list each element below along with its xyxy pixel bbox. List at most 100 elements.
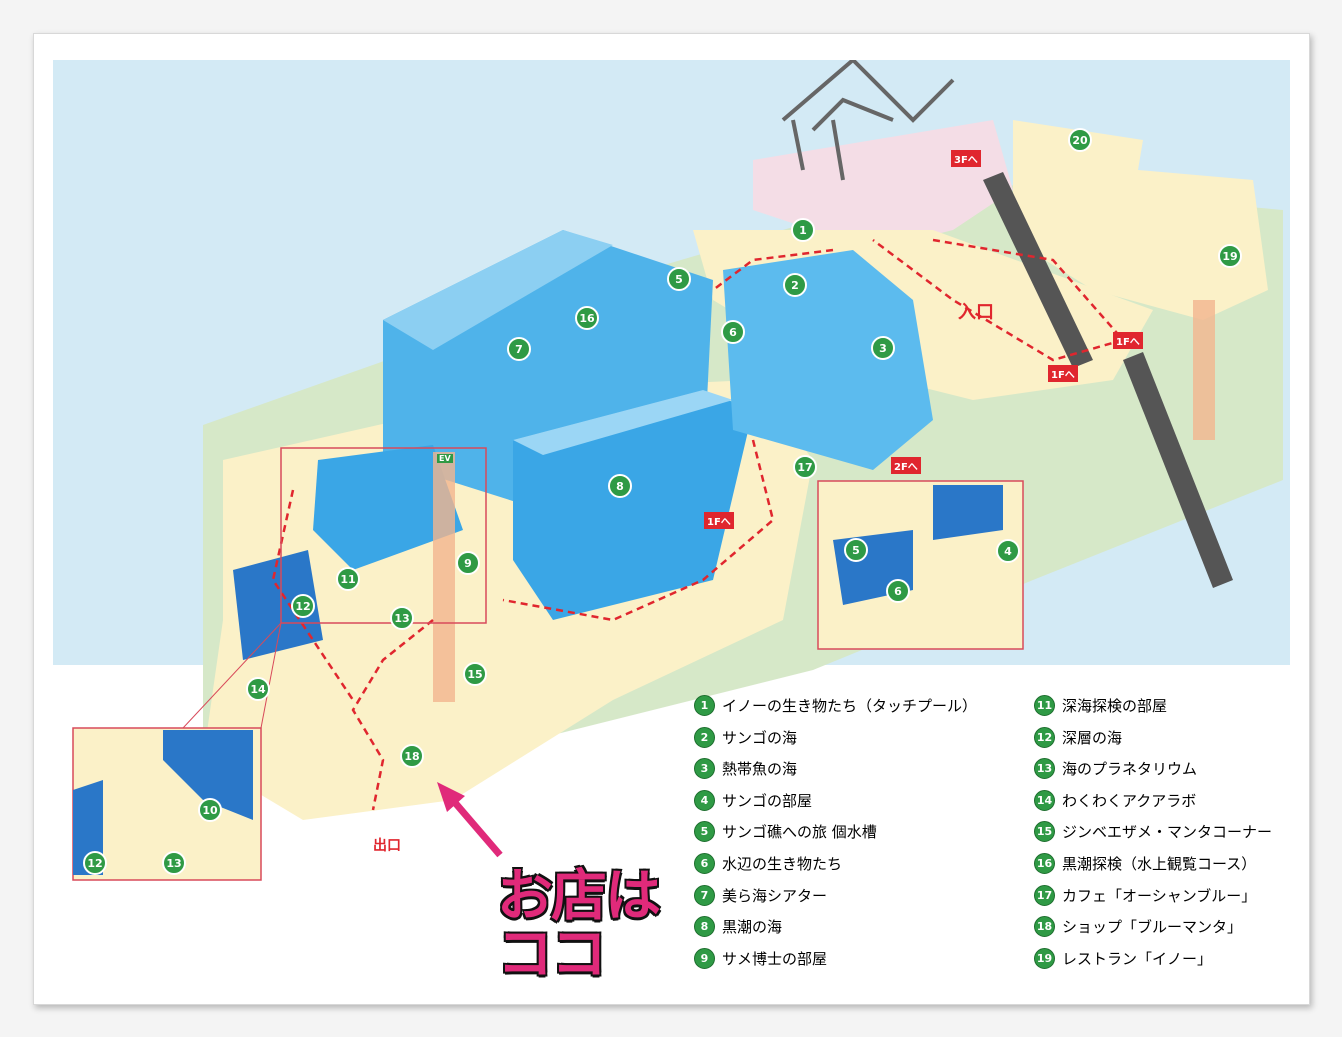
floor-tag-2f: 2Fへ: [891, 457, 921, 474]
legend-item: 5 サンゴ礁への旅 個水槽: [694, 820, 877, 842]
svg-text:17: 17: [797, 461, 812, 474]
legend-number: 7: [694, 884, 715, 906]
legend-label: 深層の海: [1062, 728, 1123, 747]
svg-text:8: 8: [616, 480, 624, 493]
elevator-column: [433, 452, 455, 702]
legend-number: 19: [1034, 947, 1055, 969]
legend-label: レストラン「イノー」: [1062, 949, 1213, 968]
floor-tag-1f-c: 1Fへ: [704, 512, 734, 529]
svg-text:12: 12: [87, 857, 102, 870]
legend-label: 水辺の生き物たち: [722, 854, 843, 873]
legend-item: 3 熱帯魚の海: [694, 757, 797, 779]
legend-number: 17: [1034, 884, 1055, 906]
roof-truss: [781, 60, 955, 181]
legend-label: わくわくアクアラボ: [1062, 791, 1197, 810]
callout-line-2: ココ: [497, 922, 607, 987]
svg-text:19: 19: [1222, 250, 1237, 263]
legend-label: カフェ「オーシャンブルー」: [1062, 886, 1257, 905]
legend-item: 9 サメ博士の部屋: [694, 947, 827, 969]
legend-number: 2: [694, 726, 715, 748]
legend-item: 7 美ら海シアター: [694, 884, 827, 906]
aquarium-floor-map: 1 2 3 5 6 7 16 8 9 11 12 13 14 15 17 1 8 …: [53, 60, 1290, 985]
callout-line-1: お店は: [497, 864, 661, 929]
legend-label: サンゴの部屋: [722, 791, 813, 810]
legend-number: 5: [694, 820, 715, 842]
upper-plaza: [753, 120, 1013, 250]
shop-pointer-arrow: [437, 782, 503, 858]
legend-item: 8 黒潮の海: [694, 915, 782, 937]
visitor-route: [271, 238, 1126, 811]
restaurant-floor: [1013, 120, 1268, 320]
svg-text:7: 7: [515, 343, 523, 356]
svg-text:14: 14: [250, 683, 266, 696]
kuroshio-tank: [513, 390, 753, 620]
shop-callout: お店は ココ: [497, 868, 687, 984]
legend-number: 12: [1034, 726, 1055, 748]
legend-number: 11: [1034, 694, 1055, 716]
legend-number: 8: [694, 915, 715, 937]
floor-tag-1f: 1Fへ: [1113, 332, 1143, 349]
legend-number: 3: [694, 757, 715, 779]
floor-tag-1f-b: 1Fへ: [1048, 365, 1078, 382]
svg-text:16: 16: [579, 312, 595, 325]
legend-item: 14 わくわくアクアラボ: [1034, 789, 1196, 811]
highlight-box-deepsea: [280, 447, 487, 624]
legend-number: 9: [694, 947, 715, 969]
legend-label: 黒潮の海: [722, 917, 783, 936]
svg-text:6: 6: [729, 326, 737, 339]
legend-label: 深海探検の部屋: [1062, 696, 1168, 715]
svg-text:15: 15: [467, 668, 482, 681]
legend-item: 2 サンゴの海: [694, 726, 797, 748]
deepsea-tank: [313, 445, 463, 570]
svg-text:1: 1: [799, 224, 807, 237]
legend-number: 13: [1034, 757, 1055, 779]
svg-text:3: 3: [879, 342, 887, 355]
svg-text:20: 20: [1072, 134, 1088, 147]
svg-text:13: 13: [394, 612, 409, 625]
svg-text:6: 6: [894, 585, 902, 598]
svg-text:5: 5: [852, 544, 860, 557]
entrance-label: 入口: [958, 302, 994, 323]
coral-tanks: [723, 250, 933, 470]
legend-item: 15 ジンベエザメ・マンタコーナー: [1034, 820, 1272, 842]
svg-text:10: 10: [202, 804, 218, 817]
svg-text:5: 5: [675, 273, 683, 286]
legend-label: 海のプラネタリウム: [1062, 759, 1198, 778]
legend-label: サンゴ礁への旅 個水槽: [722, 822, 877, 841]
legend-label: 美ら海シアター: [722, 886, 828, 905]
legend-number: 18: [1034, 915, 1055, 937]
legend-number: 6: [694, 852, 715, 874]
exit-label: 出口: [373, 838, 401, 854]
escalator-lower: [1123, 352, 1233, 588]
legend-item: 12 深層の海: [1034, 726, 1122, 748]
legend-item: 4 サンゴの部屋: [694, 789, 812, 811]
legend-item: 19 レストラン「イノー」: [1034, 947, 1212, 969]
legend-item: 17 カフェ「オーシャンブルー」: [1034, 884, 1256, 906]
svg-text:9: 9: [464, 557, 472, 570]
legend-number: 14: [1034, 789, 1055, 811]
legend-item: 6 水辺の生き物たち: [694, 852, 842, 874]
svg-text:11: 11: [340, 573, 355, 586]
escalator-upper: [983, 172, 1093, 368]
svg-text:4: 4: [1004, 545, 1012, 558]
legend-item: 13 海のプラネタリウム: [1034, 757, 1197, 779]
legend-label: 熱帯魚の海: [722, 759, 798, 778]
legend-number: 4: [694, 789, 715, 811]
deep-layer-tank: [233, 550, 323, 660]
floor-tag-3f: 3Fへ: [951, 150, 981, 167]
ev-label: EV: [437, 454, 453, 463]
legend-label: サンゴの海: [722, 728, 798, 747]
legend-label: イノーの生き物たち（タッチプール）: [722, 696, 978, 715]
elevator-column-2: [1193, 300, 1215, 440]
svg-text:12: 12: [295, 600, 310, 613]
legend-number: 1: [694, 694, 715, 716]
legend-item: 1 イノーの生き物たち（タッチプール）: [694, 694, 977, 716]
map-markers: 1 2 3 5 6 7 16 8 9 11 12 13 14 15 17 18 …: [83, 128, 1242, 875]
legend-number: 15: [1034, 820, 1055, 842]
svg-text:13: 13: [166, 857, 181, 870]
legend-label: 黒潮探検（水上観覧コース）: [1062, 854, 1257, 873]
legend-label: ジンベエザメ・マンタコーナー: [1062, 822, 1273, 841]
legend-number: 16: [1034, 852, 1055, 874]
legend-label: ショップ「ブルーマンタ」: [1062, 917, 1243, 936]
legend-label: サメ博士の部屋: [722, 949, 828, 968]
